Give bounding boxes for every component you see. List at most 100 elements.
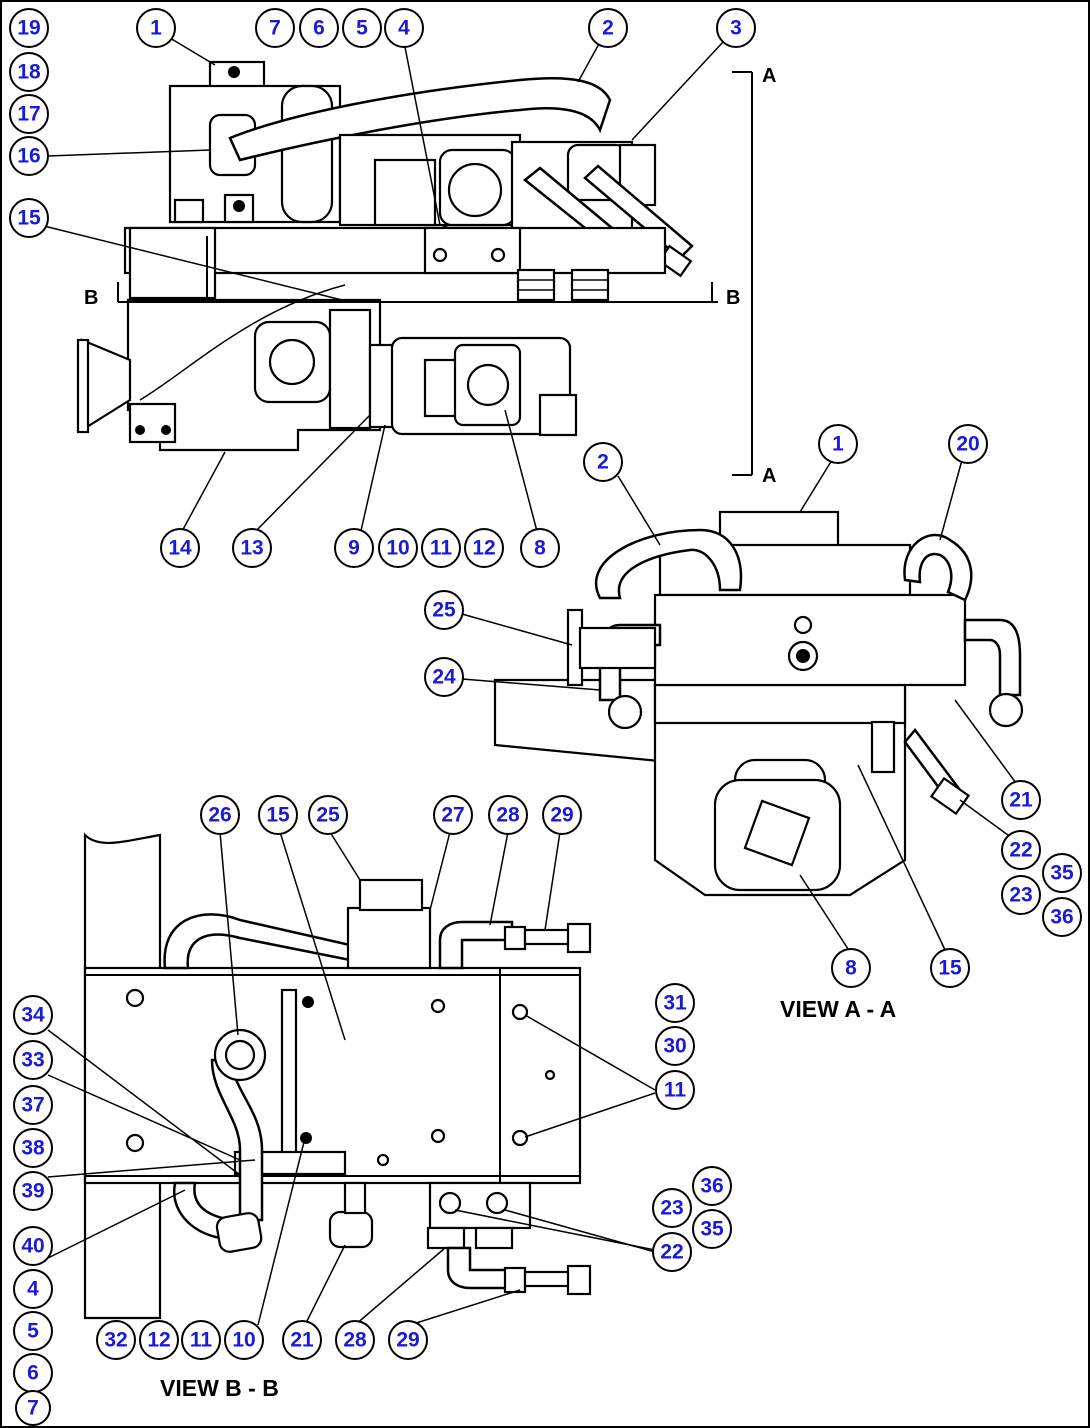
svg-text:7: 7 [269, 17, 281, 40]
callout-6: 6 [299, 8, 339, 48]
svg-text:29: 29 [396, 1329, 419, 1352]
callout-3: 3 [716, 8, 756, 48]
svg-text:28: 28 [496, 804, 520, 827]
section-a-label-top: A [762, 65, 776, 87]
callout-14: 14 [160, 528, 200, 568]
svg-text:15: 15 [17, 207, 41, 230]
section-a-label-bottom: A [762, 465, 776, 487]
callout-39: 39 [13, 1171, 53, 1211]
svg-text:16: 16 [17, 145, 40, 168]
callout-15-view-b: 15 [258, 795, 298, 835]
callout-33: 33 [13, 1040, 53, 1080]
svg-text:3: 3 [730, 17, 742, 40]
svg-text:39: 39 [21, 1180, 44, 1203]
callout-15-view-a: 15 [930, 948, 970, 988]
svg-text:40: 40 [21, 1235, 44, 1258]
callout-36-view-a: 36 [1042, 897, 1082, 937]
callout-5: 5 [342, 8, 382, 48]
svg-text:22: 22 [660, 1241, 683, 1264]
callout-32: 32 [96, 1320, 136, 1360]
svg-text:10: 10 [386, 537, 409, 560]
callout-34: 34 [13, 995, 53, 1035]
svg-text:11: 11 [664, 1079, 687, 1102]
svg-text:33: 33 [21, 1049, 44, 1072]
svg-text:31: 31 [663, 992, 687, 1015]
callout-11-right: 11 [655, 1070, 695, 1110]
svg-text:37: 37 [21, 1094, 44, 1117]
svg-text:30: 30 [663, 1035, 686, 1058]
svg-text:38: 38 [21, 1137, 45, 1160]
svg-text:25: 25 [432, 599, 456, 622]
main-view-drawing [76, 60, 753, 476]
section-b-label-left: B [84, 287, 98, 309]
svg-text:8: 8 [845, 957, 857, 980]
callout-28-top: 28 [488, 795, 528, 835]
callout-29-bottom: 29 [388, 1320, 428, 1360]
callout-8-view-a: 8 [831, 948, 871, 988]
callout-37: 37 [13, 1085, 53, 1125]
svg-text:36: 36 [700, 1175, 723, 1198]
callout-11: 11 [421, 528, 461, 568]
callout-11-view-b: 11 [181, 1320, 221, 1360]
svg-text:18: 18 [17, 61, 41, 84]
leader-lines [43, 37, 1017, 1326]
svg-text:23: 23 [1009, 884, 1032, 907]
svg-text:19: 19 [17, 17, 40, 40]
svg-text:9: 9 [348, 537, 360, 560]
svg-text:7: 7 [27, 1397, 39, 1420]
callout-12: 12 [464, 528, 504, 568]
svg-text:6: 6 [313, 17, 325, 40]
svg-text:4: 4 [27, 1278, 39, 1301]
svg-text:10: 10 [232, 1329, 255, 1352]
callout-15: 15 [9, 198, 49, 238]
callout-16: 16 [9, 136, 49, 176]
svg-text:23: 23 [660, 1197, 683, 1220]
section-b-label-right: B [726, 287, 740, 309]
callout-1: 1 [136, 8, 176, 48]
callout-10-view-b: 10 [224, 1320, 264, 1360]
svg-text:5: 5 [27, 1320, 39, 1343]
callout-25-view-b: 25 [308, 795, 348, 835]
callout-4: 4 [384, 8, 424, 48]
view-a-a-drawing [493, 510, 1024, 897]
view-b-b-caption: VIEW B - B [160, 1375, 279, 1401]
callout-1-view-a: 1 [818, 424, 858, 464]
svg-text:34: 34 [21, 1004, 45, 1027]
svg-text:5: 5 [356, 17, 368, 40]
callout-23-view-a: 23 [1001, 875, 1041, 915]
callout-13: 13 [232, 528, 272, 568]
svg-text:11: 11 [430, 537, 453, 560]
callout-12-view-b: 12 [139, 1320, 179, 1360]
svg-text:12: 12 [472, 537, 495, 560]
callout-24: 24 [424, 657, 464, 697]
callout-38: 38 [13, 1128, 53, 1168]
callout-21-view-b: 21 [282, 1320, 322, 1360]
view-b-b-drawing [83, 832, 592, 1320]
svg-text:28: 28 [343, 1329, 367, 1352]
svg-text:11: 11 [190, 1329, 213, 1352]
callout-2: 2 [588, 8, 628, 48]
callout-7-view-b: 7 [15, 1390, 51, 1426]
svg-text:14: 14 [168, 537, 192, 560]
svg-text:1: 1 [832, 433, 844, 456]
callout-5-view-b: 5 [13, 1311, 53, 1351]
svg-text:25: 25 [316, 804, 340, 827]
callout-22-view-b: 22 [652, 1232, 692, 1272]
callout-7: 7 [255, 8, 295, 48]
svg-text:32: 32 [104, 1329, 127, 1352]
callout-23-view-b: 23 [652, 1188, 692, 1228]
svg-text:29: 29 [550, 804, 573, 827]
svg-text:35: 35 [1050, 862, 1074, 885]
callout-27: 27 [433, 795, 473, 835]
svg-text:15: 15 [938, 957, 962, 980]
svg-text:24: 24 [432, 666, 456, 689]
callout-35-view-b: 35 [692, 1209, 732, 1249]
callout-4-view-b: 4 [13, 1269, 53, 1309]
callout-20: 20 [948, 424, 988, 464]
svg-text:36: 36 [1050, 906, 1073, 929]
svg-text:26: 26 [208, 804, 231, 827]
callout-22-view-a: 22 [1001, 830, 1041, 870]
